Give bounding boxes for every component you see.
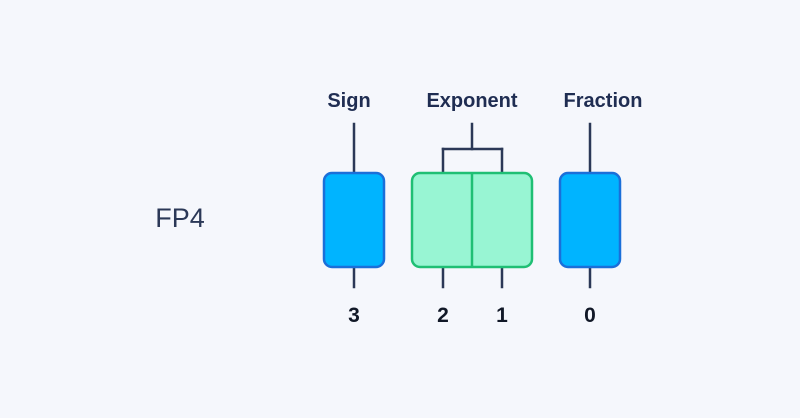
sign-bit-box [322,171,386,269]
fraction-field-label: Fraction [564,90,643,112]
bit-index-3: 3 [348,304,360,327]
bit-index-2: 2 [437,304,449,327]
connector-lines [352,122,592,289]
sign-field-label: Sign [327,90,370,112]
format-label: FP4 [155,203,205,233]
bit-index-0: 0 [584,304,596,327]
bit-index-1: 1 [496,304,508,327]
fraction-bit-box [558,171,622,269]
exponent-field-label: Exponent [426,90,517,112]
